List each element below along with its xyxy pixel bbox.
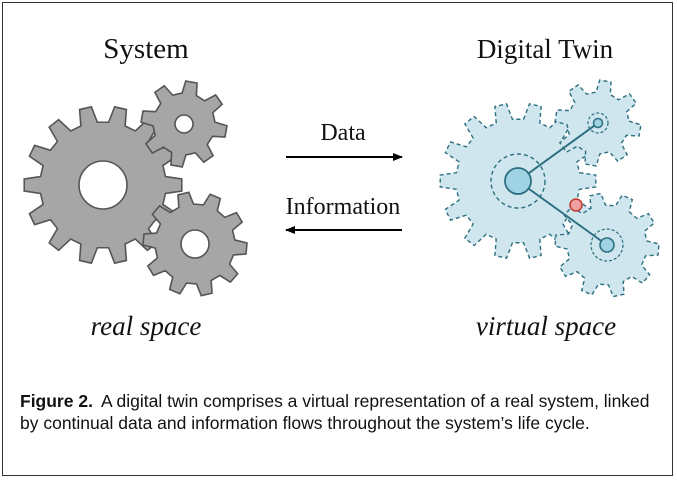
real-gear-small-top (140, 80, 228, 168)
twin-link-top (517, 122, 599, 182)
twin-node-top (592, 117, 604, 129)
figure-caption: Figure 2.A digital twin comprises a virt… (20, 390, 650, 434)
caption-text: A digital twin comprises a virtual repre… (20, 391, 650, 433)
digital-twin-title: Digital Twin (477, 34, 614, 64)
digital-twin-diagram: System Digital Twin Data Information rea… (23, 33, 660, 341)
real-system-gears (23, 80, 248, 297)
twin-hub-ring-bottom (590, 228, 624, 262)
twin-hub-ring-large (490, 153, 546, 209)
twin-node-bottom (599, 237, 615, 253)
caption-label: Figure 2. (20, 391, 93, 411)
real-space-label: real space (91, 311, 202, 341)
twin-hub-ring-top (587, 112, 609, 134)
real-gear-small-bottom (142, 191, 248, 297)
twin-highlight-node (569, 198, 583, 212)
system-title: System (103, 33, 189, 65)
data-arrow-label: Data (320, 120, 366, 146)
twin-node-large (504, 167, 532, 195)
digital-twin-gears (439, 79, 660, 298)
twin-link-bottom (517, 180, 608, 246)
virtual-space-label: virtual space (476, 311, 616, 341)
information-arrow-label: Information (286, 194, 401, 220)
